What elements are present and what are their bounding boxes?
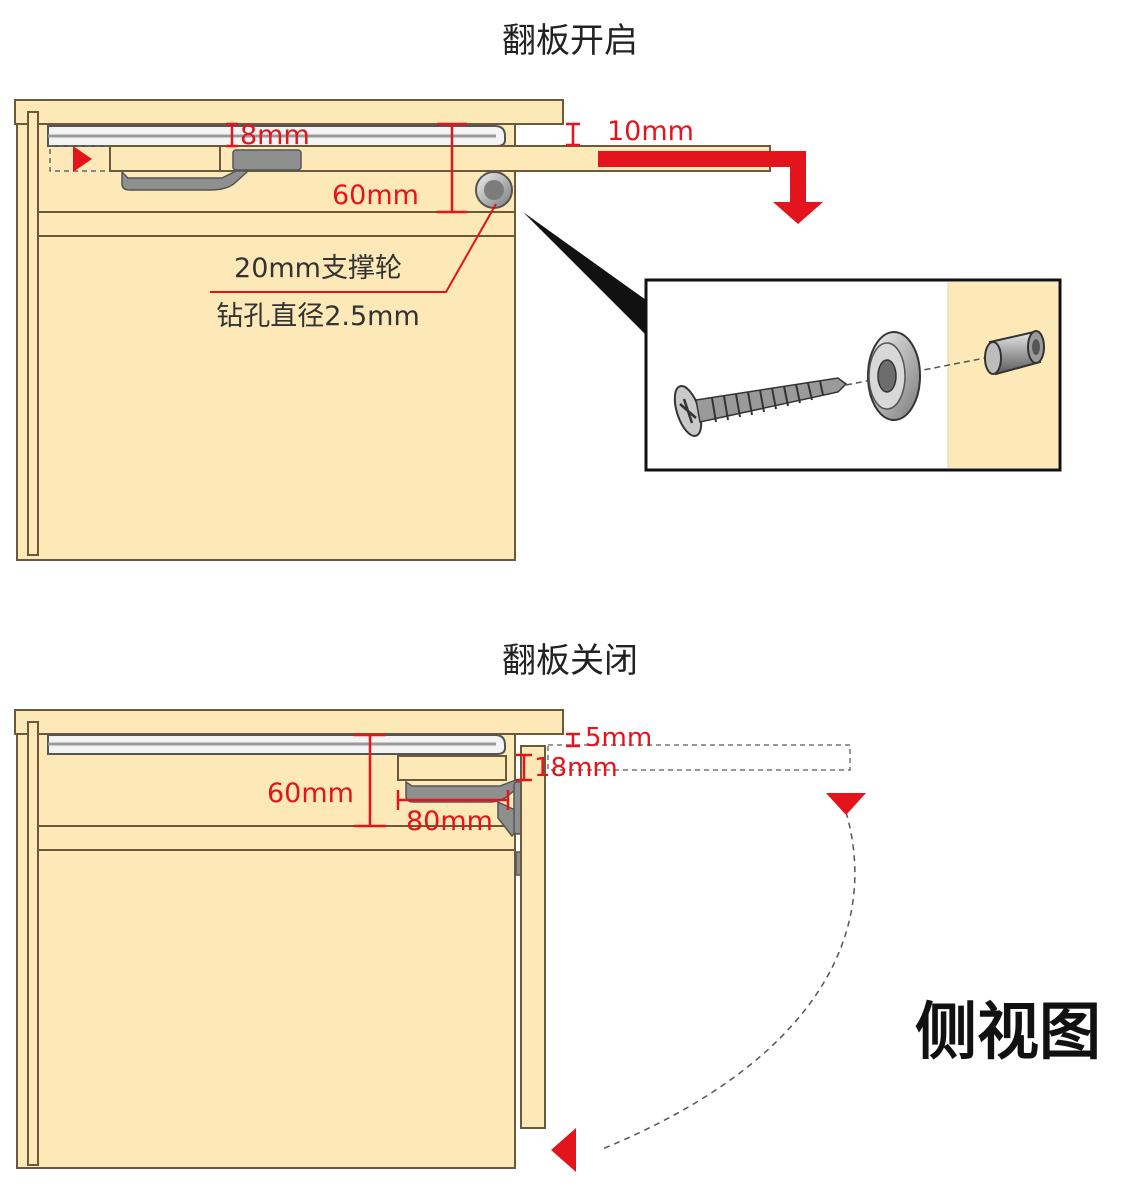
- arc-end-arrow-icon: [551, 1128, 576, 1172]
- flap-open-title: 翻板开启: [502, 21, 638, 61]
- open-direction-arrow-icon: [598, 151, 823, 224]
- cabinet-left-panel: [27, 721, 39, 1166]
- detail-wood: [948, 282, 1058, 468]
- screw-icon: [673, 377, 848, 437]
- support-wheel-hub: [484, 180, 504, 200]
- side-view-label: 侧视图: [915, 995, 1101, 1068]
- pin-sleeve-icon: [984, 330, 1045, 376]
- flap-open-ghost-outline: [547, 744, 851, 771]
- cabinet-left-panel: [27, 111, 39, 556]
- hinge-arm: [121, 170, 250, 191]
- arc-start-arrow-icon: [826, 793, 866, 815]
- dim-60mm-label: 60mm: [267, 778, 354, 809]
- rotation-arc: [599, 811, 856, 1151]
- cabinet-top-panel: [14, 709, 564, 735]
- wheel-leader-line: [210, 203, 497, 293]
- cabinet-body: [16, 119, 516, 561]
- cabinet-shelf: [37, 825, 516, 851]
- wheel-label: 20mm支撑轮: [234, 253, 402, 284]
- flap-open-section: 翻板开启 8mm 10mm: [14, 21, 1062, 561]
- cabinet-shelf: [37, 211, 516, 237]
- flap-board-block: [397, 755, 507, 781]
- flap-board-closed: [520, 745, 546, 1129]
- dim-8mm-label: 8mm: [240, 120, 310, 151]
- cabinet-top-panel: [14, 99, 564, 125]
- drill-label: 钻孔直径2.5mm: [216, 301, 420, 332]
- flap-closed-title: 翻板关闭: [502, 641, 638, 681]
- hinge-bracket: [232, 149, 302, 171]
- dim-80mm-label: 80mm: [406, 806, 493, 837]
- callout-pointer: [523, 212, 646, 335]
- dim-5mm-label: 5mm: [585, 723, 652, 753]
- flap-closed-section: 翻板关闭 5mm 18mm: [14, 641, 866, 1172]
- bearing-wheel-icon: [867, 331, 921, 421]
- dim-60mm-label: 60mm: [332, 180, 419, 211]
- flap-board-block: [109, 145, 221, 172]
- dim-18mm-label: 18mm: [534, 753, 618, 783]
- push-arrow-icon: [73, 146, 92, 172]
- dim-10mm-label: 10mm: [607, 116, 694, 147]
